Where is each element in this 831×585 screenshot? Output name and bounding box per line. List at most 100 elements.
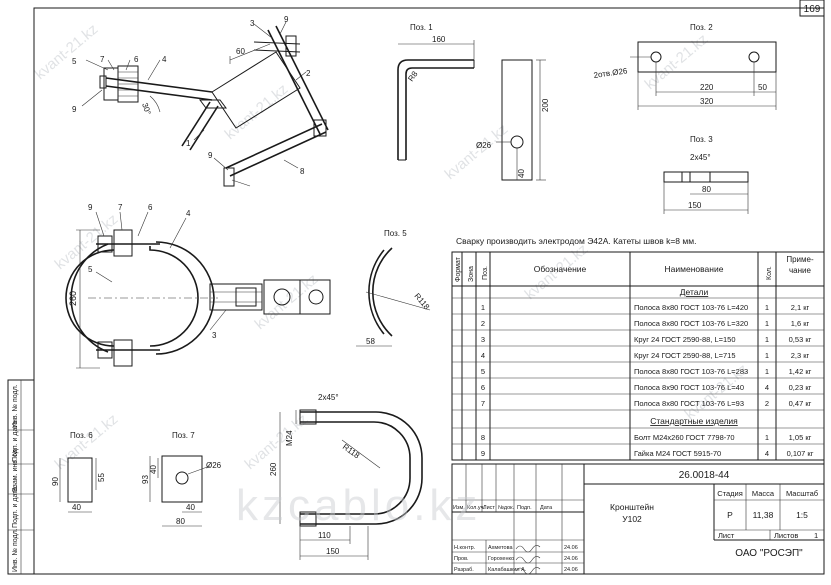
header-pos: Поз. — [482, 266, 489, 280]
view-label: Поз. 2 — [690, 23, 713, 32]
mass-value: 11,38 — [753, 510, 774, 520]
row-qty: 1 — [765, 303, 769, 312]
row-pos: 5 — [481, 367, 485, 376]
callout: 4 — [162, 55, 167, 64]
pos6-view: Поз. 6 90 55 40 — [51, 431, 106, 513]
stage-value: Р — [727, 510, 733, 520]
stamp-label: Подп. и дата — [12, 487, 19, 528]
signature-mark — [515, 556, 541, 564]
callout: 5 — [72, 57, 77, 66]
dim-label: R118 — [412, 292, 431, 312]
row-qty: 1 — [765, 367, 769, 376]
pos5-view: Поз. 5 R118 58 — [356, 229, 432, 347]
col-label: Кол.уч. — [467, 505, 485, 511]
col-label: Подп. — [517, 505, 532, 511]
scale-value: 1:5 — [796, 510, 808, 520]
stamp-label: Подп. и дата — [12, 421, 19, 462]
row-note: 0,47 кг — [789, 399, 812, 408]
pos1-view: Поз. 1 160 R8 200 Ø26 40 — [397, 23, 550, 181]
dim-label: 50 — [758, 83, 767, 92]
header-qty: Кол. — [766, 266, 773, 280]
callout: 9 — [284, 15, 289, 24]
callout: 9 — [72, 105, 77, 114]
row-qty: 1 — [765, 351, 769, 360]
row-note: 0,53 кг — [789, 335, 812, 344]
row-pos: 4 — [481, 351, 485, 360]
row-pos: 7 — [481, 399, 485, 408]
callout: 7 — [118, 203, 123, 212]
callout: 9 — [88, 203, 93, 212]
dim-label: 80 — [176, 517, 185, 526]
title-block-text: 26.0018-44 Изм. Кол.уч. Лист №док. Подп.… — [453, 470, 818, 575]
row-note: 0,107 кг — [787, 449, 814, 458]
row-pos: 8 — [481, 433, 485, 442]
row-note: 2,1 кг — [791, 303, 810, 312]
stage-label: Стадия — [717, 489, 743, 498]
row-note: 1,42 кг — [789, 367, 812, 376]
dim-label: 2x45° — [318, 393, 339, 402]
dim-label: 160 — [432, 35, 446, 44]
row-name: Гайка М24 ГОСТ 5915-70 — [634, 449, 721, 458]
header-format: Формат — [455, 256, 462, 282]
title-block — [451, 463, 825, 575]
view-label: Поз. 1 — [410, 23, 433, 32]
watermark-diagonal: kvant-21.kz — [442, 121, 512, 183]
row-note: 0,23 кг — [789, 383, 812, 392]
header-zone: Зона — [468, 266, 475, 282]
role-label: Разраб. — [454, 567, 474, 573]
row-pos: 3 — [481, 335, 485, 344]
watermark-center: kzcablo.kz — [236, 481, 481, 530]
header-name: Наименование — [665, 264, 724, 274]
dim-label: Ø26 — [206, 461, 222, 470]
page-number-box — [799, 0, 825, 17]
role-label: Н.контр. — [454, 545, 476, 551]
row-qty: 4 — [765, 383, 769, 392]
header-designation: Обозначение — [534, 264, 587, 274]
row-name: Полоса 8х80 ГОСТ 103-76 L=320 — [634, 319, 748, 328]
row-name: Болт М24х260 ГОСТ 7798-70 — [634, 433, 735, 442]
product-name: Кронштейн — [610, 502, 654, 512]
angle-label: 30° — [140, 102, 153, 116]
row-note: 2,3 кг — [791, 351, 810, 360]
dim-label: 40 — [517, 169, 526, 178]
dim-label: 93 — [141, 475, 150, 484]
section-view: 260 9 7 6 4 5 3 — [65, 203, 331, 369]
row-qty: 4 — [765, 449, 769, 458]
page-number: 169 — [804, 4, 821, 15]
stamp-label: Инв. № подл. — [12, 528, 19, 572]
row-pos: 9 — [481, 449, 485, 458]
callout: 5 — [88, 265, 93, 274]
signature-mark — [515, 545, 541, 553]
watermark-diagonal: kvant-21.kz — [52, 411, 122, 473]
col-label: Дата — [540, 505, 553, 511]
dim-label: 220 — [700, 83, 714, 92]
row-qty: 1 — [765, 335, 769, 344]
pos7-view: Поз. 7 93 40 Ø26 40 80 — [141, 431, 222, 527]
dim-label: 260 — [269, 462, 278, 476]
row-pos: 6 — [481, 383, 485, 392]
callout: 3 — [212, 331, 217, 340]
view-label: Поз. 7 — [172, 431, 195, 440]
callout: 3 — [250, 19, 255, 28]
welding-note: Сварку производить электродом Э42А. Кате… — [456, 236, 696, 246]
row-name: Круг 24 ГОСТ 2590-88, L=715 — [634, 351, 736, 360]
role-person: Ахметова — [488, 545, 513, 551]
dim-label: 90 — [51, 477, 60, 486]
row-note: 1,05 кг — [789, 433, 812, 442]
row-qty: 1 — [765, 319, 769, 328]
dim-label: 200 — [541, 98, 550, 112]
scale-label: Масштаб — [786, 489, 818, 498]
sheets-label: Листов — [774, 531, 798, 540]
dim-label: R118 — [341, 442, 362, 460]
dim-label: R8 — [406, 69, 420, 83]
row-name: Полоса 8х80 ГОСТ 103-76 L=283 — [634, 367, 748, 376]
role-person: Калабашкин А. — [488, 567, 527, 573]
spec-table — [451, 251, 825, 461]
role-date: 24.06 — [564, 567, 578, 573]
dim-label: 2отв.Ø26 — [593, 66, 628, 80]
row-qty: 1 — [765, 433, 769, 442]
watermark-diagonal: kvant-21.kz — [32, 21, 102, 83]
section-std: Стандартные изделия — [650, 416, 738, 426]
row-qty: 2 — [765, 399, 769, 408]
dim-label: 150 — [326, 547, 340, 556]
